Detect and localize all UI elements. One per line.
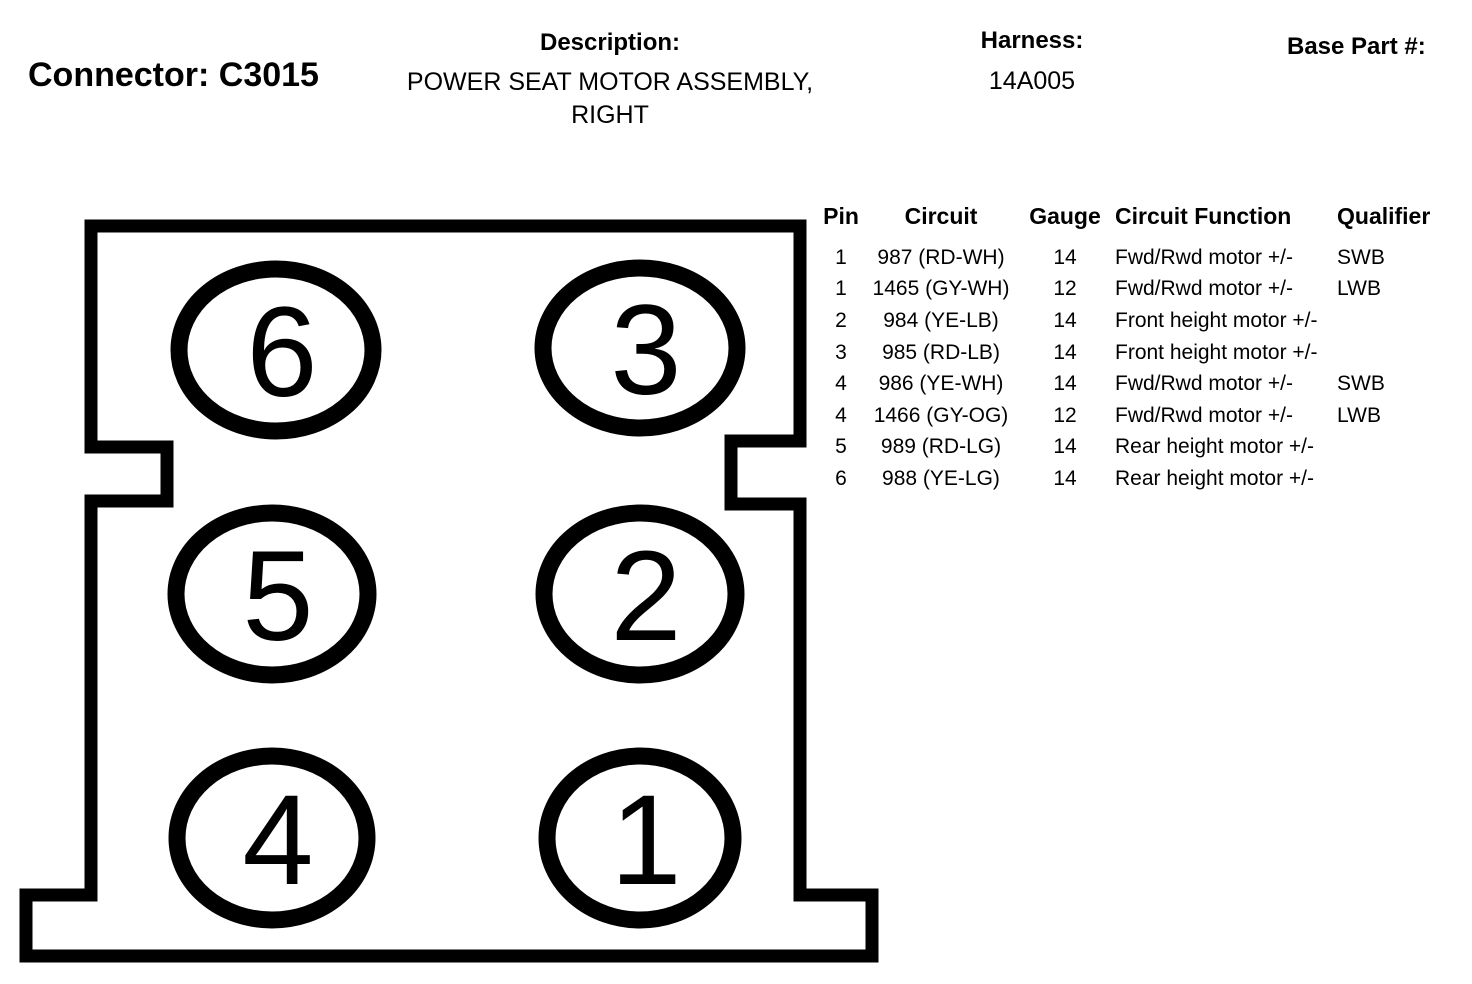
pin-table-header: Pin Circuit Gauge Circuit Function Quali… [815, 203, 1462, 242]
table-cell: Rear height motor +/- [1115, 435, 1315, 459]
description-value-line2: RIGHT [571, 101, 649, 129]
pin-cavity-6: 6 [170, 260, 382, 440]
table-cell: 14 [1053, 308, 1077, 332]
table-cell: 14 [1053, 372, 1077, 396]
col-header-gauge: Gauge [1029, 203, 1101, 229]
connector-housing-outline [19, 219, 879, 963]
table-cell: 984 (YE-LB) [883, 308, 999, 332]
table-cell: Fwd/Rwd motor +/- [1115, 403, 1293, 427]
pin-cavity-2: 2 [535, 504, 745, 684]
description-block: Description: POWER SEAT MOTOR ASSEMBLY, … [368, 30, 852, 132]
col-header-pin: Pin [823, 203, 859, 229]
col-header-qualifier: Qualifier [1337, 203, 1431, 229]
description-value-line1: POWER SEAT MOTOR ASSEMBLY, [406, 68, 814, 96]
table-cell: 989 (RD-LG) [880, 435, 1002, 459]
table-cell: Fwd/Rwd motor +/- [1115, 277, 1293, 301]
table-cell: 1466 (GY-OG) [873, 403, 1009, 427]
table-cell: Fwd/Rwd motor +/- [1115, 245, 1293, 269]
table-cell [1337, 305, 1462, 337]
pin-cavity-5: 5 [167, 504, 377, 684]
harness-label: Harness: [980, 27, 1084, 54]
col-header-circuit: Circuit [904, 203, 978, 229]
harness-value: 14A005 [988, 67, 1076, 95]
table-cell: LWB [1337, 277, 1381, 301]
pin-cavity-3: 3 [534, 259, 746, 437]
pin-cavity-6-ring [170, 260, 382, 440]
table-cell: SWB [1337, 372, 1385, 396]
pin-cavity-4-ring [168, 747, 376, 929]
pin-cavity-4-number: 4 [242, 769, 313, 912]
base-part-label: Base Part #: [1287, 33, 1426, 60]
pin-cavity-1-ring [538, 747, 742, 929]
table-cell: 4 [835, 403, 847, 427]
table-cell: Rear height motor +/- [1115, 466, 1315, 490]
table-cell [1337, 432, 1462, 464]
table-cell: 14 [1053, 340, 1077, 364]
table-cell: 3 [835, 340, 847, 364]
connector-face-diagram: 6 3 5 2 4 1 [19, 219, 879, 963]
table-cell [1337, 463, 1462, 495]
table-cell: LWB [1337, 403, 1381, 427]
table-cell: 5 [835, 435, 847, 459]
table-cell: 14 [1053, 435, 1077, 459]
pin-cavity-2-number: 2 [610, 525, 681, 668]
connector-title: Connector: C3015 [28, 56, 319, 94]
pin-cavity-4: 4 [168, 747, 376, 929]
table-cell: 4 [835, 372, 847, 396]
pin-cavity-1-number: 1 [610, 769, 681, 912]
pin-cavity-5-ring [167, 504, 377, 684]
description-label: Description: [539, 29, 680, 56]
table-cell: 12 [1053, 403, 1077, 427]
harness-block: Harness: 14A005 [928, 27, 1136, 96]
table-cell: 985 (RD-LB) [882, 340, 1000, 364]
pin-cavity-2-ring [535, 504, 745, 684]
pin-cavity-6-number: 6 [246, 281, 317, 424]
table-cell: Front height motor +/- [1115, 340, 1318, 364]
pin-table: Pin Circuit Gauge Circuit Function Quali… [815, 203, 1462, 495]
table-cell: 6 [835, 466, 847, 490]
table-cell: 987 (RD-WH) [877, 245, 1005, 269]
table-cell: 14 [1053, 466, 1077, 490]
pin-cavity-3-number: 3 [610, 279, 681, 422]
table-cell: Fwd/Rwd motor +/- [1115, 372, 1293, 396]
table-cell: 1 [835, 245, 847, 269]
pin-cavity-3-ring [534, 259, 746, 437]
table-cell: 1465 (GY-WH) [872, 277, 1010, 301]
table-cell: 14 [1053, 245, 1077, 269]
table-cell: 12 [1053, 277, 1077, 301]
table-cell: 988 (YE-LG) [882, 466, 1000, 490]
table-cell: 2 [835, 308, 847, 332]
table-cell: Front height motor +/- [1115, 308, 1318, 332]
pin-cavity-1: 1 [538, 747, 742, 929]
table-cell: SWB [1337, 245, 1385, 269]
col-header-circuit-function: Circuit Function [1115, 203, 1292, 229]
pin-cavity-5-number: 5 [242, 525, 313, 668]
table-cell: 986 (YE-WH) [878, 372, 1004, 396]
table-cell [1337, 337, 1462, 369]
table-cell: 1 [835, 277, 847, 301]
